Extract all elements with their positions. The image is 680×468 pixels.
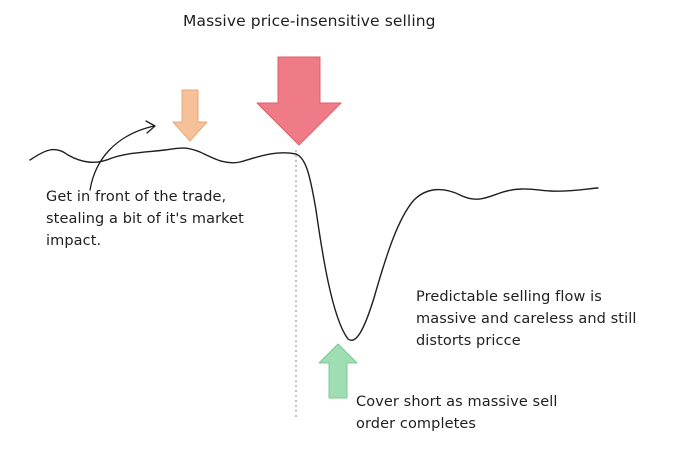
cover-short-annotation: Cover short as massive sell order comple… — [356, 391, 557, 435]
diagram-title-text: Massive price-insensitive selling — [183, 12, 436, 30]
cover-short-annotation-line: Cover short as massive sell — [356, 394, 558, 410]
diagram-title: Massive price-insensitive selling — [183, 10, 436, 32]
selling-flow-annotation: Predictable selling flow is massive and … — [416, 286, 636, 352]
pointer-arrowhead-icon — [145, 120, 156, 134]
front-run-annotation: Get in front of the trade, stealing a bi… — [46, 186, 244, 252]
front-run-annotation-line: Get in front of the trade, — [46, 189, 227, 205]
selling-flow-annotation-line: Predictable selling flow is — [416, 289, 602, 305]
selling-flow-annotation-line: distorts pricce — [416, 333, 521, 349]
cover-short-arrow-icon — [318, 343, 358, 399]
front-run-annotation-line: stealing a bit of it's market — [46, 211, 244, 227]
cover-short-annotation-line: order completes — [356, 416, 477, 432]
pointer-arrow-curve — [89, 125, 155, 191]
price-curve — [29, 147, 599, 341]
selling-flow-annotation-line: massive and careless and still — [416, 311, 637, 327]
front-run-arrow-icon — [172, 89, 208, 142]
front-run-annotation-line: impact. — [46, 233, 102, 249]
massive-selling-arrow-icon — [256, 56, 342, 146]
